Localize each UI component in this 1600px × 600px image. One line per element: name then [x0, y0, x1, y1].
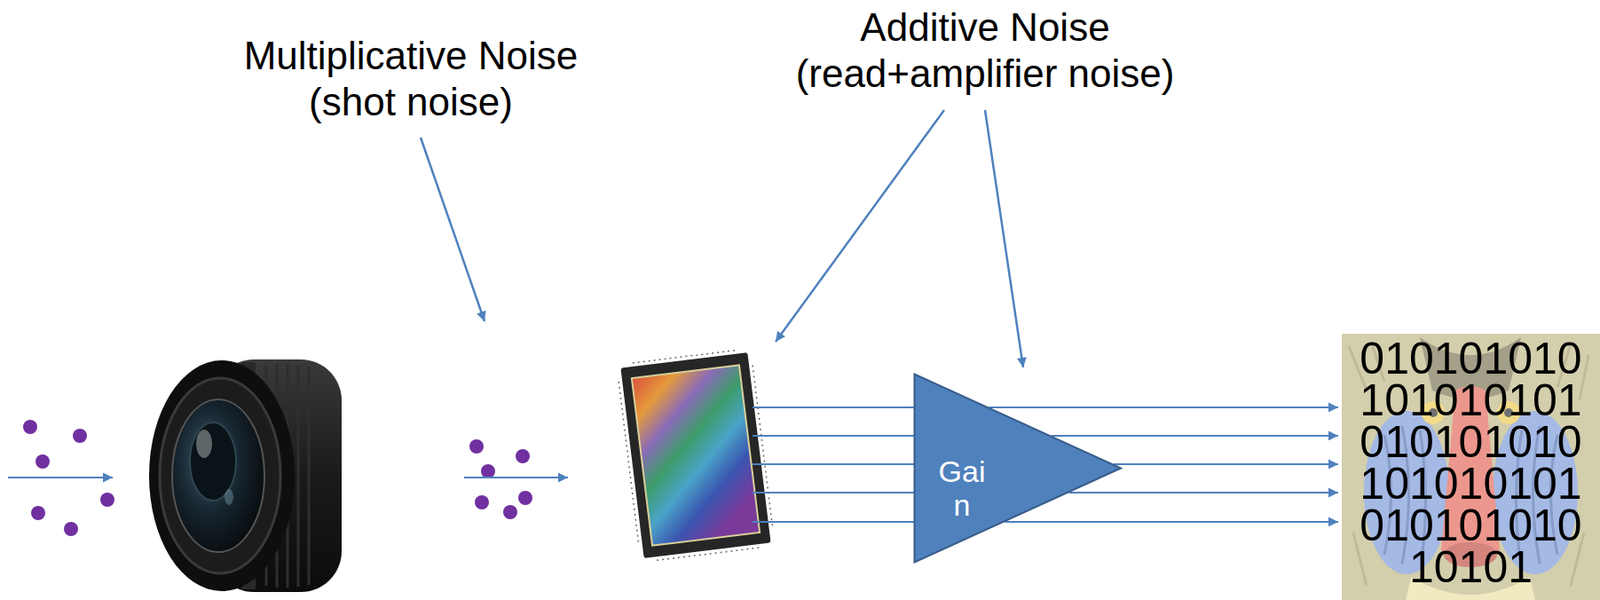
- mandrill-image: [1341, 333, 1600, 600]
- amplifier-label: Gai n: [930, 454, 994, 522]
- signal-arrow: [1069, 491, 1339, 494]
- amplifier-triangle: [914, 374, 1122, 563]
- gain-amplifier: Gai n: [913, 372, 1123, 564]
- noise-callout: Multiplicative Noise (shot noise): [224, 32, 598, 126]
- digital-image: 010101010 101010101 010101010 101010101 …: [1341, 333, 1600, 600]
- camera-lens: [149, 359, 342, 592]
- signal-arrow: [988, 406, 1339, 409]
- image-sensor: [616, 348, 775, 563]
- light-arrow: [464, 476, 568, 479]
- signal-arrow: [1113, 463, 1339, 466]
- signal-arrow: [1051, 434, 1339, 437]
- light-arrow: [7, 476, 113, 479]
- leader-lines: [420, 110, 1024, 368]
- binary-data: 010101010 101010101 010101010 101010101 …: [1341, 338, 1600, 589]
- signal-arrow: [1004, 520, 1339, 523]
- photons-out: [469, 439, 533, 520]
- noise-callout: Additive Noise (read+amplifier noise): [780, 4, 1190, 97]
